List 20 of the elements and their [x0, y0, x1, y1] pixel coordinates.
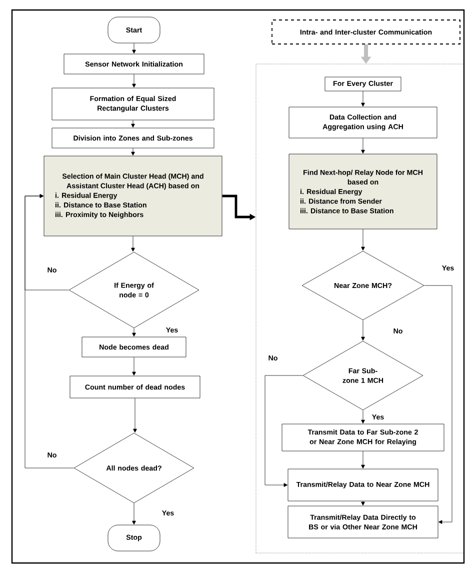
container-box	[256, 64, 464, 554]
arrow	[131, 236, 135, 252]
arrow	[132, 43, 136, 54]
arrow	[361, 320, 365, 341]
arrow	[264, 375, 303, 487]
arrow	[361, 91, 365, 107]
arrow	[424, 285, 452, 524]
arrow	[133, 398, 137, 433]
arrow	[361, 229, 365, 251]
arrow	[361, 501, 365, 506]
arrow	[131, 120, 135, 128]
arrow	[24, 194, 74, 468]
arrow	[361, 451, 365, 469]
arrow	[361, 138, 365, 154]
arrow	[132, 357, 136, 376]
arrow	[132, 328, 136, 337]
arrow	[132, 503, 136, 525]
arrow	[361, 410, 365, 424]
arrow	[131, 148, 135, 156]
arrow	[132, 74, 136, 88]
